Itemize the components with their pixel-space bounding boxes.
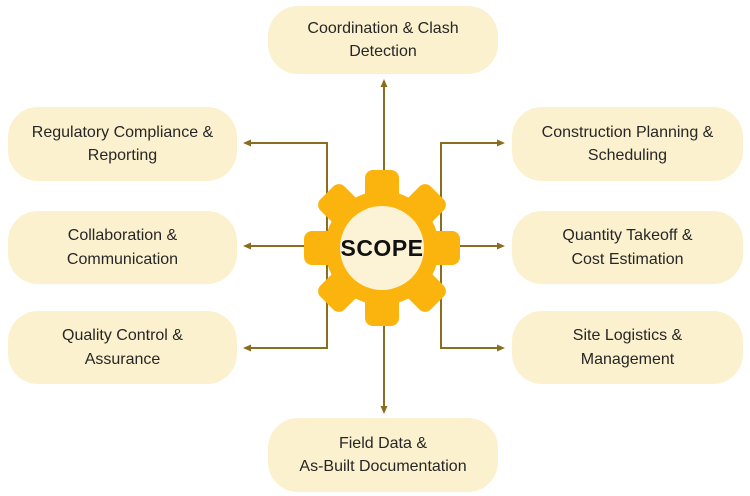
node-label: Quantity Takeoff & Cost Estimation <box>562 227 693 268</box>
node-field-data-as-built-documentation: Field Data & As-Built Documentation <box>268 418 498 492</box>
node-label: Coordination & Clash Detection <box>307 19 459 60</box>
node-quantity-takeoff-cost-estimation: Quantity Takeoff & Cost Estimation <box>512 211 743 284</box>
node-coordination-clash-detection: Coordination & Clash Detection <box>268 6 498 74</box>
node-site-logistics-management: Site Logistics & Management <box>512 311 743 384</box>
gear-icon: SCOPE <box>304 170 460 326</box>
node-collaboration-communication: Collaboration & Communication <box>8 211 237 284</box>
node-quality-control-assurance: Quality Control & Assurance <box>8 311 237 384</box>
node-label: Collaboration & Communication <box>66 227 179 268</box>
connector-right-bottom <box>440 250 505 352</box>
node-label: Construction Planning & Scheduling <box>541 123 714 164</box>
node-label: Regulatory Compliance & Reporting <box>31 123 214 164</box>
node-regulatory-compliance-reporting: Regulatory Compliance & Reporting <box>8 107 237 181</box>
center-label: SCOPE <box>340 235 423 261</box>
node-label: Field Data & As-Built Documentation <box>299 434 467 475</box>
node-construction-planning-scheduling: Construction Planning & Scheduling <box>512 107 743 181</box>
node-label: Site Logistics & Management <box>572 327 683 368</box>
gear-hub <box>340 206 424 290</box>
node-label: Quality Control & Assurance <box>62 327 183 368</box>
connector-right-top <box>440 139 505 250</box>
